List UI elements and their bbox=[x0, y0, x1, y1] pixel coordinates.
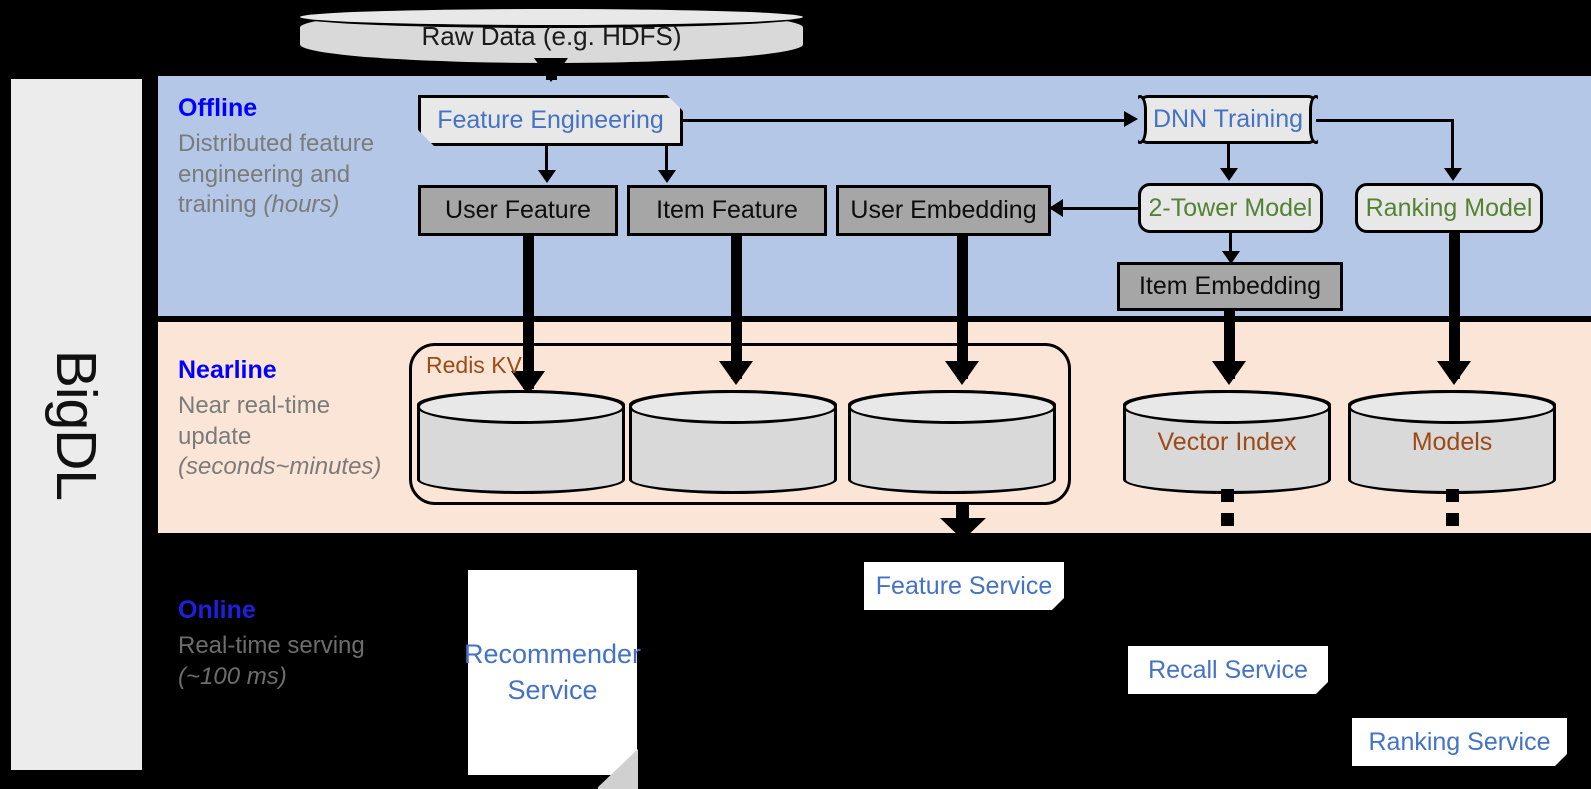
two-tower-model-label: 2-Tower Model bbox=[1148, 193, 1313, 222]
connector-fe-itemfeature bbox=[665, 146, 668, 172]
feature-engineering-label: Feature Engineering bbox=[437, 106, 664, 135]
redis-kv-label: Redis KV bbox=[426, 352, 522, 378]
models-top bbox=[1348, 390, 1556, 424]
connector-twotower-userembedding bbox=[1063, 207, 1141, 210]
redis-store-3-top bbox=[848, 390, 1056, 424]
models-store[interactable]: Models bbox=[1348, 390, 1556, 494]
vector-index-store[interactable]: Vector Index bbox=[1123, 390, 1331, 494]
connector-itemfeature-redis2 bbox=[731, 234, 742, 379]
node-feature-service[interactable]: Feature Service bbox=[864, 562, 1064, 610]
node-recall-service[interactable]: Recall Service bbox=[1128, 646, 1328, 694]
redis-store-1-top bbox=[417, 390, 625, 424]
dash-vectorindex-recall-2 bbox=[1221, 513, 1234, 526]
online-description: Real-time serving (~100 ms) bbox=[178, 632, 365, 690]
online-title: Online bbox=[178, 596, 256, 624]
user-embedding-label: User Embedding bbox=[850, 196, 1037, 225]
arrowhead-twotower-userembedding bbox=[1049, 199, 1063, 217]
connector-itememb-vectorindex bbox=[1224, 309, 1235, 379]
node-feature-engineering[interactable]: Feature Engineering bbox=[418, 95, 683, 146]
online-caption: Online Real-time serving (~100 ms) bbox=[178, 598, 410, 692]
node-user-embedding[interactable]: User Embedding bbox=[836, 185, 1051, 236]
connector-fe-dnn bbox=[683, 119, 1125, 122]
node-item-embedding[interactable]: Item Embedding bbox=[1117, 262, 1343, 311]
arrowhead-rankingmodel-models bbox=[1437, 361, 1471, 385]
node-ranking-model[interactable]: Ranking Model bbox=[1355, 183, 1543, 233]
redis-kv-group[interactable] bbox=[409, 343, 1071, 505]
arrowhead-userembedding-redis3 bbox=[945, 361, 979, 385]
connector-userembedding-redis3 bbox=[957, 234, 968, 379]
feature-service-label: Feature Service bbox=[875, 572, 1053, 600]
raw-data-cylinder-top bbox=[297, 6, 806, 28]
node-user-feature[interactable]: User Feature bbox=[418, 185, 618, 236]
node-recommender-service[interactable]: Recommender Service bbox=[464, 570, 641, 789]
connector-fe-userfeature bbox=[545, 146, 548, 172]
redis-store-2[interactable] bbox=[629, 390, 837, 494]
offline-title: Offline bbox=[178, 94, 258, 122]
arrowhead-dnn-twotower bbox=[1220, 168, 1238, 181]
nearline-caption: Nearline Near real-time update (seconds~… bbox=[178, 358, 410, 483]
raw-data-store[interactable]: Raw Data (e.g. HDFS) bbox=[297, 6, 806, 66]
arrowhead-rawdata-fe bbox=[534, 58, 568, 82]
offline-description: Distributed feature engineering and trai… bbox=[178, 130, 375, 219]
connector-dnn-ranking-h bbox=[1316, 119, 1454, 122]
ranking-model-label: Ranking Model bbox=[1365, 193, 1533, 222]
arrowhead-itemfeature-redis2 bbox=[719, 361, 753, 385]
arrowhead-twotower-itememb bbox=[1222, 251, 1240, 264]
connector-dnn-ranking-v bbox=[1451, 119, 1454, 170]
dash-redis-featureservice-1 bbox=[956, 505, 969, 518]
node-item-feature[interactable]: Item Feature bbox=[627, 185, 827, 236]
redis-store-1[interactable] bbox=[417, 390, 625, 494]
connector-rankingmodel-models bbox=[1449, 231, 1460, 379]
corner-fold-icon bbox=[1316, 682, 1328, 694]
arrowhead-itememb-vectorindex bbox=[1212, 361, 1246, 385]
vector-index-label: Vector Index bbox=[1157, 427, 1297, 456]
arrowhead-fe-dnn bbox=[1124, 111, 1138, 127]
recall-service-label: Recall Service bbox=[1148, 656, 1308, 684]
corner-fold-icon bbox=[1052, 598, 1064, 610]
vector-index-top bbox=[1123, 390, 1331, 424]
item-embedding-label: Item Embedding bbox=[1138, 272, 1322, 301]
dash-vectorindex-recall-1 bbox=[1221, 489, 1234, 502]
raw-data-label: Raw Data (e.g. HDFS) bbox=[421, 20, 682, 51]
node-ranking-service[interactable]: Ranking Service bbox=[1352, 718, 1567, 766]
recommender-service-label: Recommender Service bbox=[463, 639, 642, 705]
connector-dnn-twotower bbox=[1227, 144, 1230, 170]
item-feature-label: Item Feature bbox=[656, 196, 798, 225]
dash-models-ranking-1 bbox=[1446, 489, 1459, 502]
bigdl-platform-panel: BigDL bbox=[8, 76, 145, 773]
nearline-title: Nearline bbox=[178, 356, 277, 384]
models-label: Models bbox=[1411, 427, 1493, 456]
arrowhead-fe-userfeature bbox=[538, 170, 556, 183]
node-two-tower-model[interactable]: 2-Tower Model bbox=[1138, 183, 1323, 233]
corner-fold-icon bbox=[1555, 754, 1567, 766]
bigdl-label: BigDL bbox=[44, 349, 109, 500]
redis-store-2-top bbox=[629, 390, 837, 424]
arrowhead-fe-itemfeature bbox=[658, 170, 676, 183]
ranking-service-label: Ranking Service bbox=[1368, 728, 1551, 756]
connector-twotower-itememb bbox=[1229, 233, 1232, 257]
arrowhead-dnn-ranking bbox=[1444, 168, 1462, 181]
nearline-description: Near real-time update (seconds~minutes) bbox=[178, 392, 382, 481]
user-feature-label: User Feature bbox=[445, 196, 591, 225]
dash-models-ranking-2 bbox=[1446, 513, 1459, 526]
connector-userfeature-redis1 bbox=[523, 234, 534, 389]
redis-store-3[interactable] bbox=[848, 390, 1056, 494]
arrowhead-redis-featureservice bbox=[940, 518, 986, 540]
dnn-training-label: DNN Training bbox=[1152, 105, 1304, 134]
node-dnn-training[interactable]: DNN Training bbox=[1138, 95, 1318, 144]
offline-caption: Offline Distributed feature engineering … bbox=[178, 96, 410, 221]
